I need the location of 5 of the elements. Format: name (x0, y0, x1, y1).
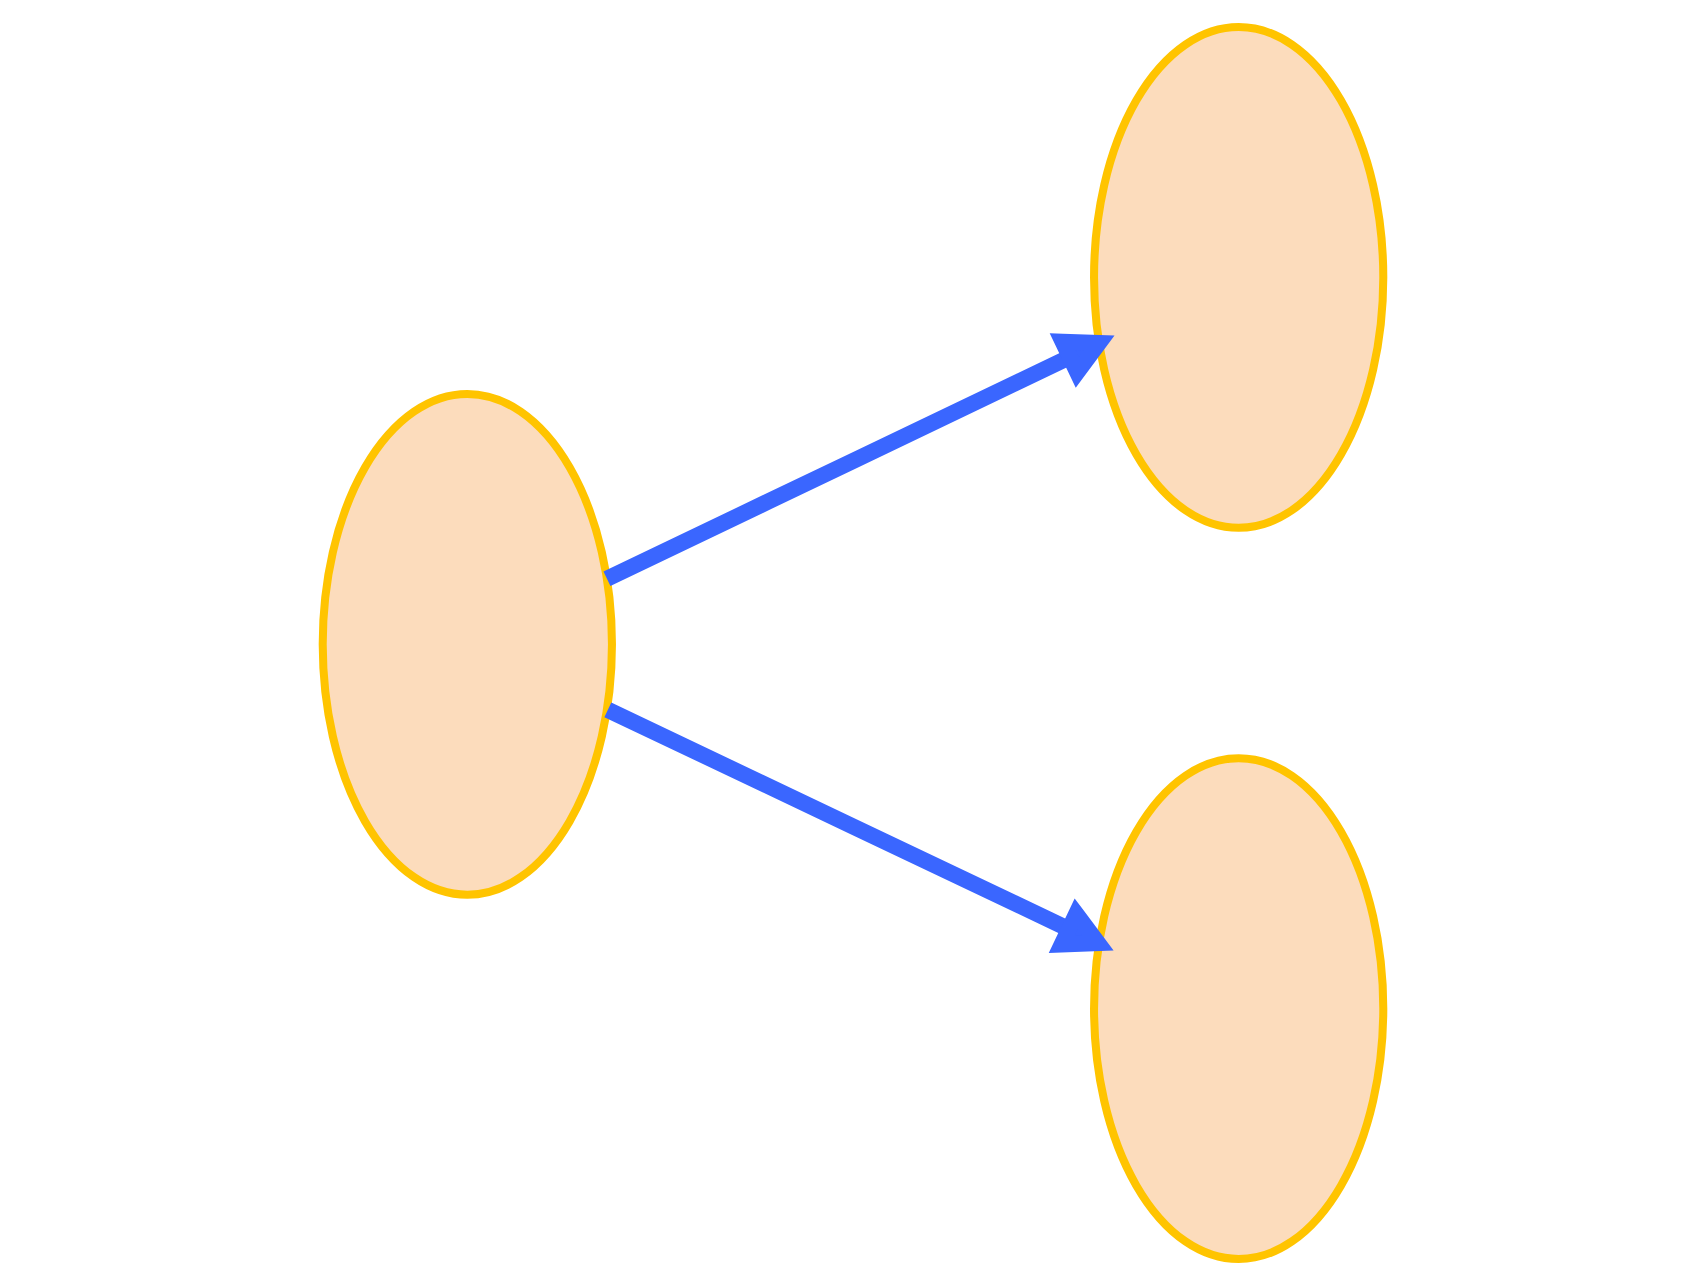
node-blob (317, 389, 615, 899)
arrow (602, 333, 1114, 586)
arrow (603, 702, 1113, 953)
node-blob (1089, 754, 1387, 1263)
node-blob (1089, 23, 1387, 532)
